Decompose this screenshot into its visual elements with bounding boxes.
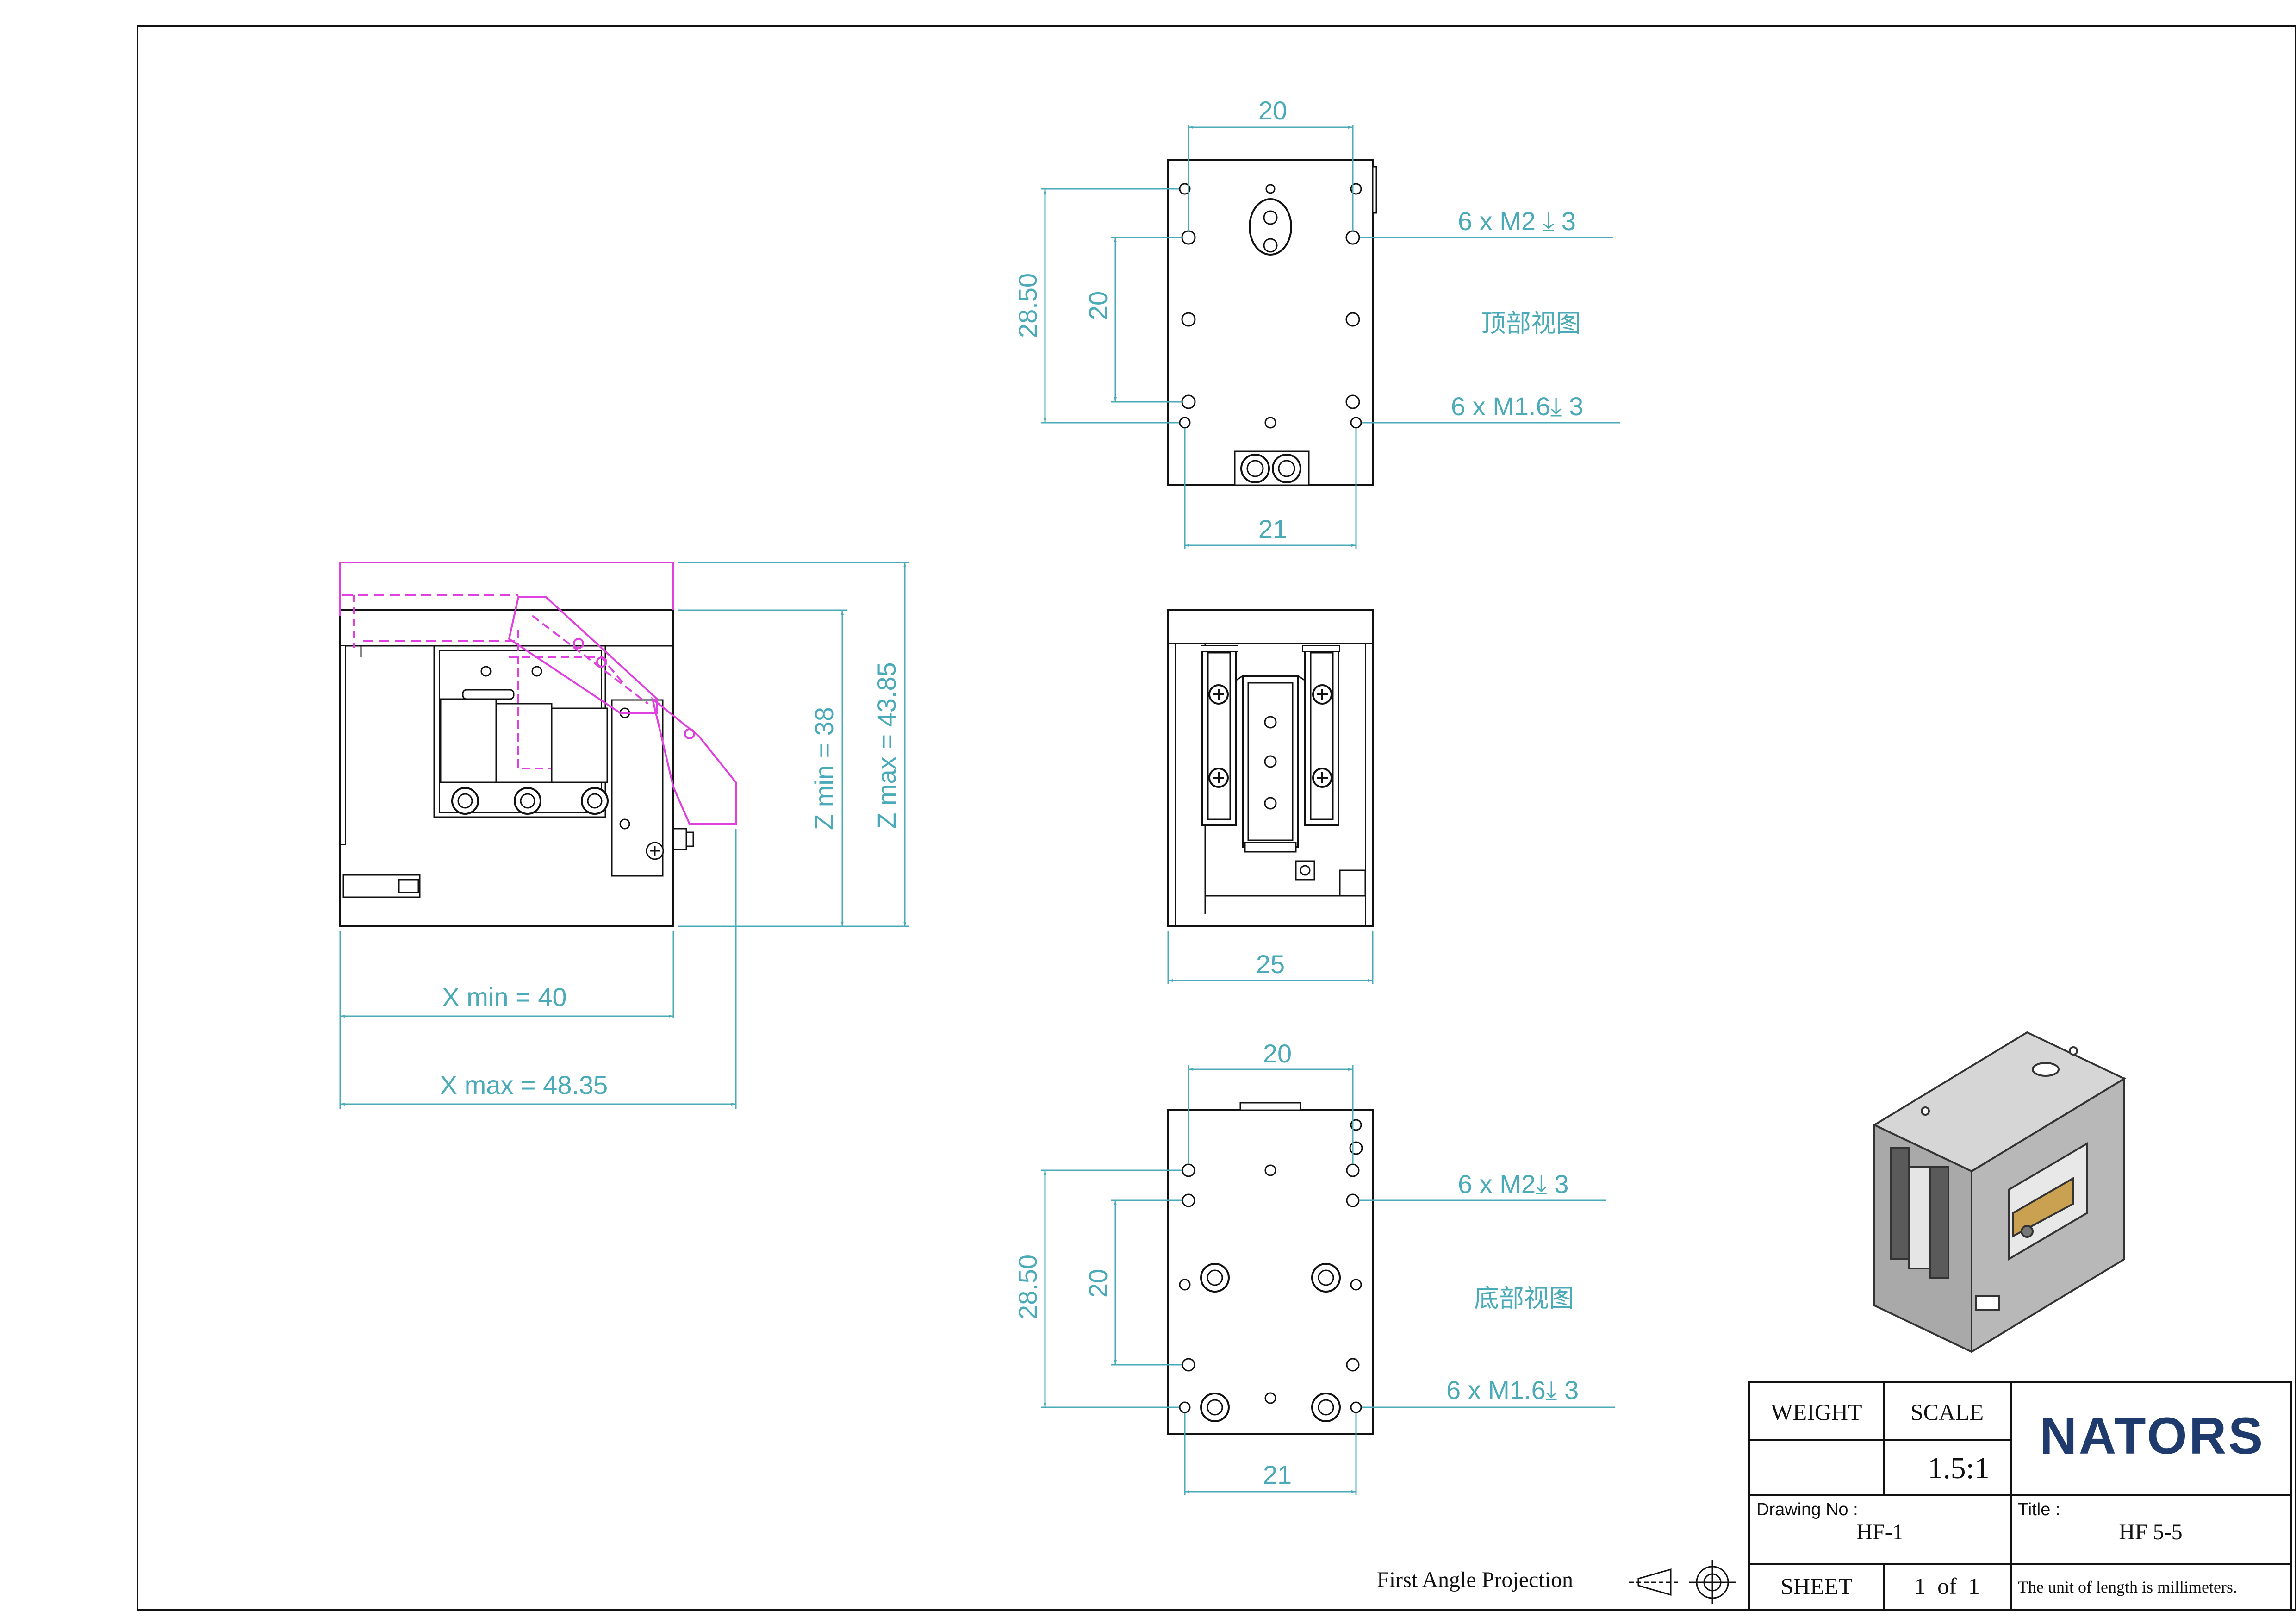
- top-width-bottom-dimension: 21: [1258, 514, 1287, 543]
- front-width-dimension: 25: [1256, 949, 1285, 979]
- sheet-label: SHEET: [1780, 1573, 1853, 1599]
- title-value: HF 5-5: [2119, 1520, 2182, 1544]
- bottom-m16-callout: 6 x M1.6⤓ 3: [1446, 1375, 1579, 1405]
- front-view-dimensions: [1167, 931, 1374, 984]
- x-max-dimension: X max = 48.35: [440, 1070, 608, 1099]
- brand-logo: NATORS: [2040, 1407, 2265, 1465]
- front-view: [1167, 609, 1374, 927]
- top-m16-callout: 6 x M1.6⤓ 3: [1451, 392, 1583, 421]
- sheet-value: 1 of 1: [1914, 1573, 1980, 1599]
- bottom-height-inner-dimension: 20: [1083, 1269, 1113, 1298]
- drawing-no-label: Drawing No :: [1756, 1500, 1858, 1519]
- top-view-label: 顶部视图: [1481, 310, 1581, 337]
- z-max-dimension: Z max = 43.85: [872, 662, 901, 829]
- isometric-view: [1872, 1031, 2127, 1354]
- unit-note: The unit of length is millimeters.: [2018, 1578, 2237, 1596]
- top-view-dimensions: [1041, 125, 1620, 549]
- weight-label: WEIGHT: [1771, 1399, 1862, 1425]
- title-label: Title :: [2018, 1500, 2060, 1519]
- bottom-view-dimensions: [1041, 1065, 1615, 1495]
- top-width-top-dimension: 20: [1258, 96, 1287, 125]
- drawing-no-value: HF-1: [1856, 1520, 1903, 1544]
- bottom-m2-callout: 6 x M2⤓ 3: [1458, 1169, 1569, 1199]
- scale-label: SCALE: [1910, 1399, 1984, 1425]
- bottom-view: [1167, 1102, 1374, 1435]
- bottom-width-bottom-dimension: 21: [1263, 1460, 1292, 1489]
- bottom-height-outer-dimension: 28.50: [1013, 1255, 1042, 1319]
- bottom-width-top-dimension: 20: [1263, 1039, 1292, 1068]
- top-height-inner-dimension: 20: [1083, 291, 1113, 320]
- x-min-dimension: X min = 40: [442, 982, 566, 1012]
- projection-label: First Angle Projection: [1377, 1568, 1573, 1592]
- drawing-border: [137, 25, 2296, 1611]
- top-view: [1167, 159, 1377, 486]
- z-min-dimension: Z min = 38: [809, 707, 839, 830]
- side-view: [339, 609, 694, 927]
- first-angle-projection-icon: [1629, 1560, 1736, 1604]
- top-m2-callout: 6 x M2 ⤓ 3: [1458, 206, 1576, 236]
- bottom-view-label: 底部视图: [1474, 1285, 1574, 1312]
- top-height-outer-dimension: 28.50: [1013, 273, 1042, 338]
- scale-value: 1.5:1: [1928, 1451, 1990, 1485]
- side-view-alternate-position: [339, 562, 737, 825]
- title-block: [1748, 1381, 2292, 1611]
- side-view-dimensions: [339, 562, 909, 1109]
